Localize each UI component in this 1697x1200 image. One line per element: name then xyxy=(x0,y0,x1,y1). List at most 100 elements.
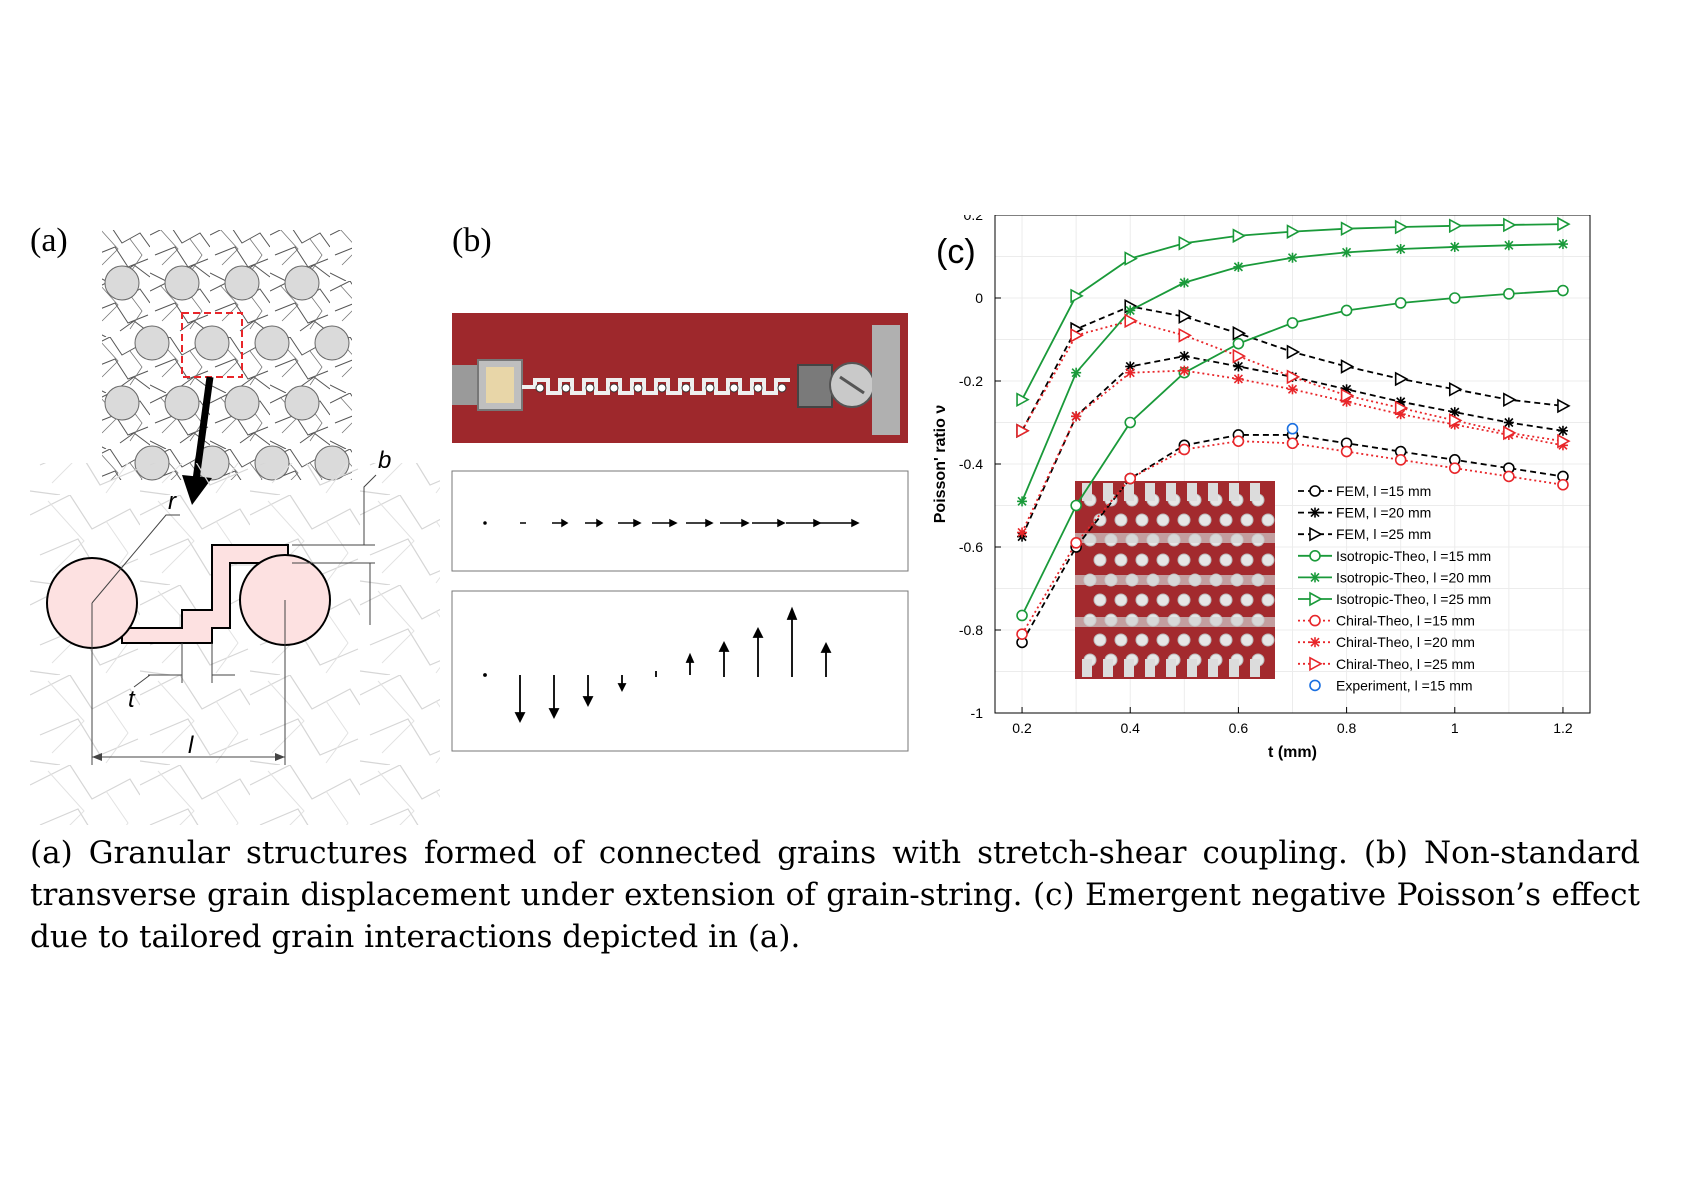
inset-grain xyxy=(1135,593,1149,607)
inset-clamp xyxy=(1187,483,1197,501)
x-tick-label: 0.6 xyxy=(1229,720,1249,736)
series-9 xyxy=(1286,422,1299,435)
inset-grain xyxy=(1198,633,1212,647)
series-6 xyxy=(1016,435,1569,640)
inset-clamp xyxy=(1082,483,1092,501)
data-point xyxy=(1286,344,1301,360)
data-point xyxy=(1070,499,1082,512)
data-point xyxy=(1124,416,1137,429)
data-point xyxy=(1448,292,1461,304)
inset-grain xyxy=(1177,553,1191,567)
data-point xyxy=(1557,478,1569,491)
legend-label: Isotropic-Theo, l =15 mm xyxy=(1336,548,1491,564)
legend-marker xyxy=(1309,614,1321,627)
series-5 xyxy=(1016,216,1571,408)
data-point xyxy=(1178,309,1192,325)
legend-entry: Chiral-Theo, l =25 mm xyxy=(1298,656,1475,672)
legend-entry: Isotropic-Theo, l =25 mm xyxy=(1298,591,1491,607)
inset-grain xyxy=(1198,513,1212,527)
inset-grain xyxy=(1156,633,1170,647)
data-point xyxy=(1286,317,1299,329)
inset-grain xyxy=(1240,513,1254,527)
legend-label: FEM, l =15 mm xyxy=(1336,483,1431,499)
inset-grain xyxy=(1261,513,1275,527)
data-point xyxy=(1124,313,1138,329)
data-point xyxy=(1232,435,1245,447)
figure-b-drawing xyxy=(451,313,909,752)
inset-clamp xyxy=(1166,483,1176,501)
data-point xyxy=(1232,325,1247,341)
legend-entry: FEM, l =25 mm xyxy=(1298,526,1431,542)
data-point xyxy=(1178,443,1191,456)
legend-entry: Experiment, l =15 mm xyxy=(1309,677,1473,693)
inset-grain xyxy=(1240,633,1254,647)
data-point xyxy=(1071,367,1082,378)
inset-bar xyxy=(1075,533,1275,543)
legend-marker xyxy=(1309,656,1323,672)
legend-label: Experiment, l =15 mm xyxy=(1336,677,1473,693)
data-point xyxy=(1287,384,1298,395)
data-point xyxy=(1070,288,1084,304)
figure-b xyxy=(440,225,920,765)
inset-grain xyxy=(1114,633,1128,647)
data-point xyxy=(1124,472,1137,485)
data-point xyxy=(1394,400,1409,416)
inset-grain xyxy=(1156,513,1170,527)
data-point xyxy=(1070,537,1082,549)
inset-grain xyxy=(1219,593,1233,607)
data-point xyxy=(1394,219,1409,235)
legend-entry: FEM, l =20 mm xyxy=(1298,505,1431,521)
data-point xyxy=(1178,235,1192,251)
inset-grain xyxy=(1135,553,1149,567)
data-point xyxy=(1394,454,1407,466)
inset-grain xyxy=(1219,553,1233,567)
data-point xyxy=(1071,411,1082,422)
figure-a: r b t l xyxy=(30,225,440,825)
inset-grain xyxy=(1177,513,1191,527)
data-point xyxy=(1340,221,1355,237)
y-tick-label: 0.2 xyxy=(964,215,984,223)
inset-clamp xyxy=(1187,659,1197,677)
legend-marker xyxy=(1309,485,1321,497)
inset-grain xyxy=(1240,593,1254,607)
x-tick-label: 0.2 xyxy=(1012,720,1032,736)
inset-grain xyxy=(1177,593,1191,607)
y-tick-label: -0.4 xyxy=(959,456,983,472)
data-point xyxy=(1232,348,1247,364)
inset-grain xyxy=(1093,553,1107,567)
data-point xyxy=(1557,284,1569,297)
data-point xyxy=(1503,425,1517,441)
legend-entry: FEM, l =15 mm xyxy=(1298,483,1431,499)
inset-clamp xyxy=(1250,659,1260,677)
y-tick-label: 0 xyxy=(975,290,983,306)
inset-clamp xyxy=(1103,659,1113,677)
data-point xyxy=(1394,297,1407,309)
inset-grain xyxy=(1135,513,1149,527)
y-tick-label: -0.8 xyxy=(959,622,983,638)
y-axis-label: Poisson' ratio ν xyxy=(932,405,949,524)
inset-photo xyxy=(1075,481,1275,679)
inset-bar xyxy=(1075,575,1275,585)
data-point xyxy=(1016,628,1028,640)
data-point xyxy=(1070,328,1084,343)
label-l: l xyxy=(188,732,194,759)
label-b: b xyxy=(378,447,391,474)
inset-clamp xyxy=(1229,483,1239,501)
legend-marker xyxy=(1309,591,1323,607)
data-point xyxy=(1340,388,1355,403)
data-point xyxy=(1341,384,1352,395)
data-point xyxy=(1179,277,1190,288)
data-point xyxy=(1448,381,1463,397)
inset-clamp xyxy=(1250,483,1260,501)
legend-entry: Isotropic-Theo, l =15 mm xyxy=(1298,548,1491,564)
legend-label: FEM, l =25 mm xyxy=(1336,526,1431,542)
data-point xyxy=(1286,224,1301,239)
data-point xyxy=(1503,470,1515,483)
data-point xyxy=(1340,304,1353,317)
data-point xyxy=(1503,240,1514,251)
inset-grain xyxy=(1114,553,1128,567)
legend-label: Chiral-Theo, l =25 mm xyxy=(1336,656,1475,672)
legend-label: Isotropic-Theo, l =20 mm xyxy=(1336,569,1491,585)
data-point xyxy=(1340,445,1353,458)
